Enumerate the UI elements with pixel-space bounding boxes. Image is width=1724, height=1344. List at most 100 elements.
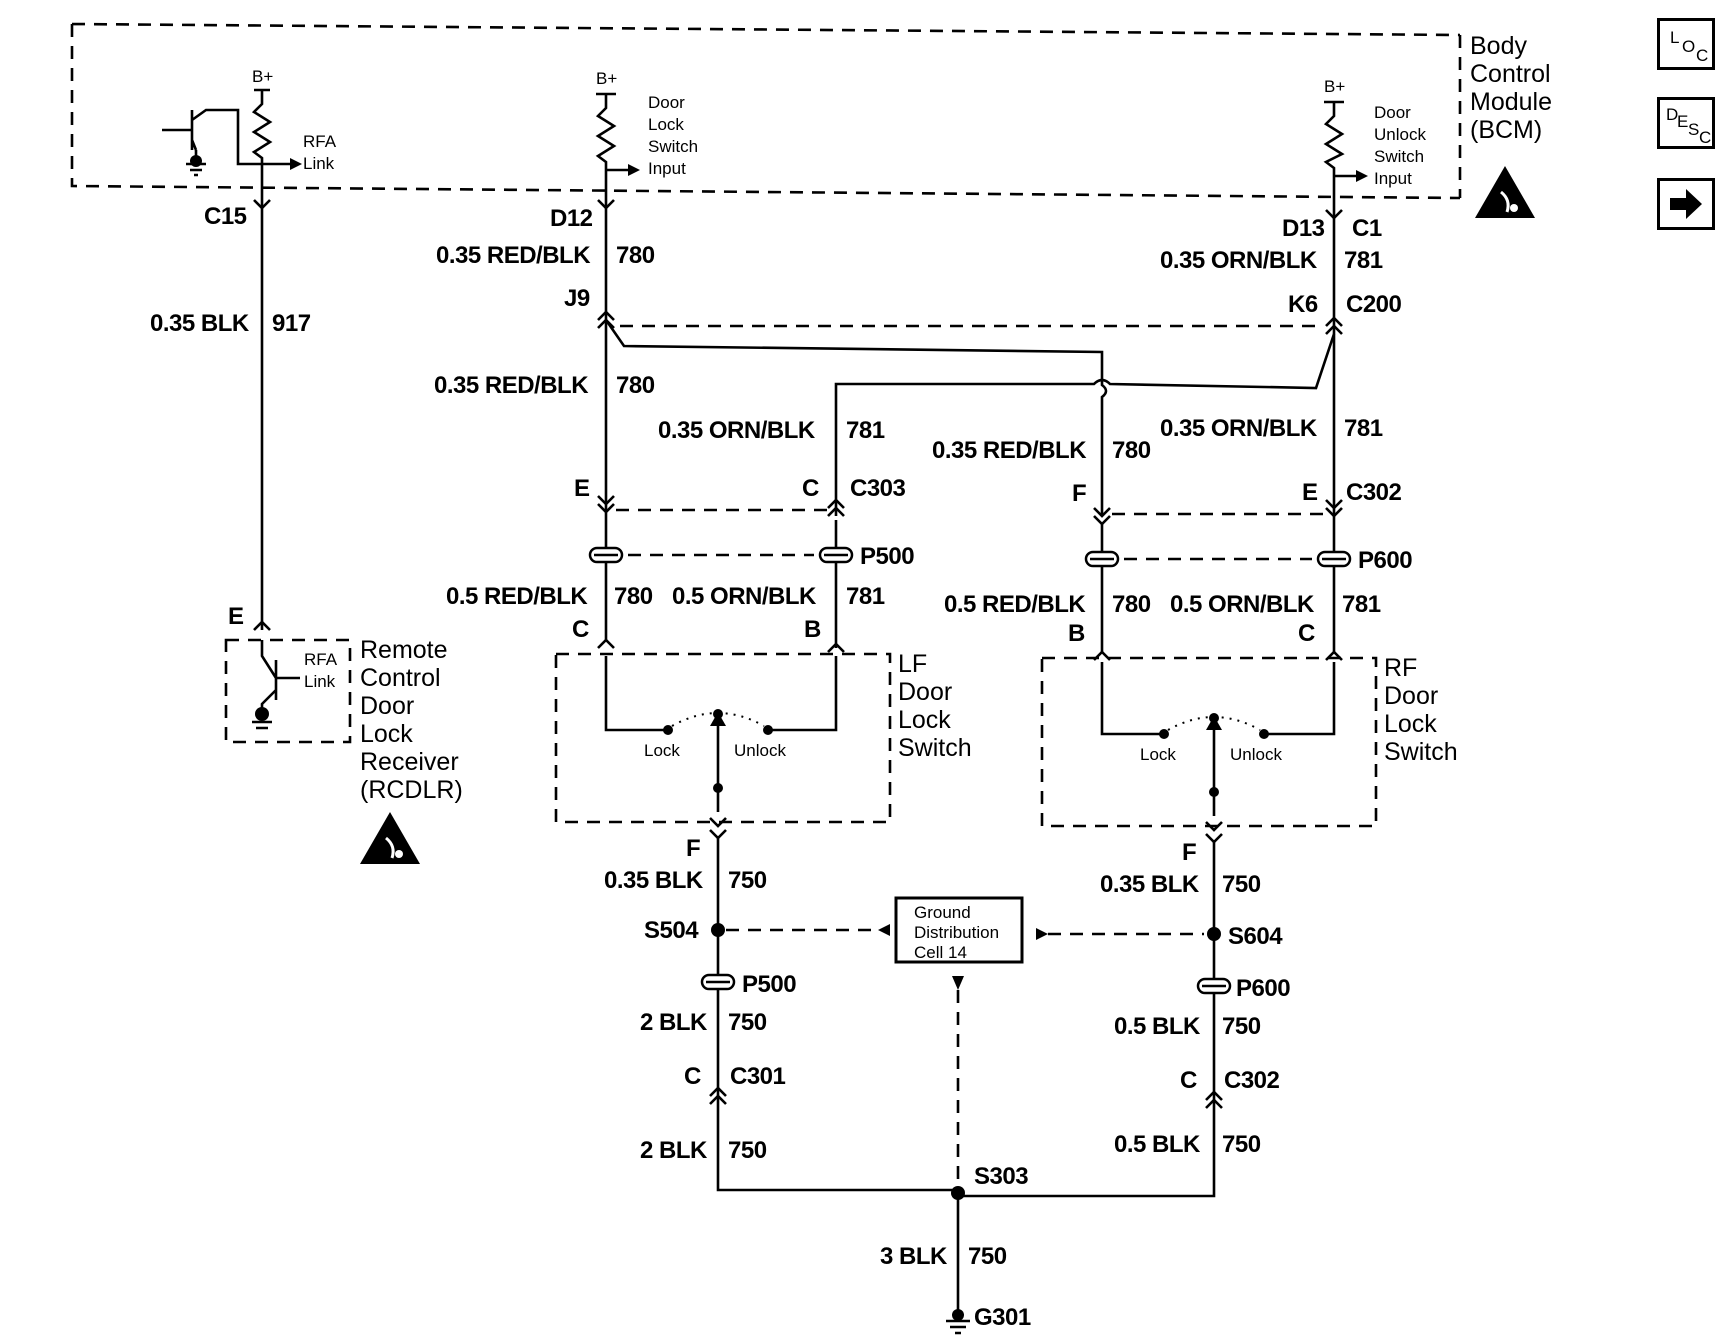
svg-text:Lock: Lock: [360, 720, 413, 748]
svg-text:Remote: Remote: [360, 636, 448, 664]
svg-text:Door: Door: [1374, 103, 1411, 122]
svg-text:B+: B+: [252, 67, 273, 86]
svg-text:Distribution: Distribution: [914, 923, 999, 942]
svg-text:B+: B+: [596, 69, 617, 88]
svg-text:750: 750: [728, 1009, 767, 1036]
svg-text:C: C: [1180, 1067, 1197, 1094]
desc-letter-d: D: [1666, 105, 1679, 124]
ground-cell-links: [726, 924, 1204, 1188]
svg-text:P600: P600: [1236, 975, 1290, 1002]
bcm-label: Body Control Module (BCM): [1470, 32, 1552, 144]
wire-750-rf: F 0.35 BLK 750 S604 P600 0.5 BLK 750 C C…: [956, 833, 1291, 1198]
wire-781-rf: D13 C1 0.35 ORN/BLK 781 K6 C200 0.35 ORN…: [1160, 209, 1402, 661]
svg-text:Input: Input: [1374, 169, 1412, 188]
svg-text:(RCDLR): (RCDLR): [360, 776, 463, 804]
svg-text:E: E: [1302, 479, 1318, 506]
svg-text:2 BLK: 2 BLK: [640, 1009, 708, 1036]
svg-text:780: 780: [1112, 437, 1151, 464]
svg-text:F: F: [1072, 480, 1086, 507]
svg-text:Module: Module: [1470, 88, 1552, 116]
svg-text:0.35 BLK: 0.35 BLK: [604, 867, 704, 894]
svg-text:B+: B+: [1324, 77, 1345, 96]
rcdlr-label: Remote Control Door Lock Receiver (RCDLR…: [360, 636, 463, 804]
bcm-lock-input: B+ Door Lock Switch Input: [595, 69, 698, 200]
svg-text:D12: D12: [550, 205, 593, 232]
ground-distribution-box: Ground Distribution Cell 14: [894, 896, 1024, 964]
p600-grommet: P600: [1084, 547, 1413, 574]
svg-text:750: 750: [1222, 1131, 1261, 1158]
svg-text:G301: G301: [974, 1304, 1031, 1331]
svg-text:C1: C1: [1352, 215, 1382, 242]
next-page-button[interactable]: [1657, 178, 1715, 230]
svg-text:E: E: [228, 603, 244, 630]
svg-text:780: 780: [616, 372, 655, 399]
svg-text:Switch: Switch: [1374, 147, 1424, 166]
svg-text:781: 781: [846, 583, 885, 610]
wire-780-lf: D12 0.35 RED/BLK 780 J9 0.35 RED/BLK 780…: [434, 199, 655, 649]
svg-text:2 BLK: 2 BLK: [640, 1137, 708, 1164]
svg-text:C: C: [1298, 620, 1315, 647]
svg-text:3 BLK: 3 BLK: [880, 1243, 948, 1270]
svg-text:RFA: RFA: [304, 650, 338, 669]
wire-780-crossover: 0.35 RED/BLK 780 F 0.5 RED/BLK 780 B: [604, 319, 1151, 661]
svg-text:C: C: [572, 616, 589, 643]
svg-text:S604: S604: [1228, 923, 1283, 950]
svg-text:F: F: [1182, 839, 1196, 866]
svg-text:0.5 BLK: 0.5 BLK: [1114, 1131, 1201, 1158]
svg-text:C302: C302: [1346, 479, 1402, 506]
wire-917: C15 0.35 BLK 917 E: [150, 199, 311, 631]
rcdlr-module-box: RFA Link: [224, 638, 352, 744]
svg-text:0.35 BLK: 0.35 BLK: [150, 310, 250, 337]
svg-text:S504: S504: [644, 917, 699, 944]
svg-text:781: 781: [1344, 247, 1383, 274]
svg-text:K6: K6: [1288, 291, 1318, 318]
description-view-button[interactable]: D E S C: [1657, 97, 1715, 149]
lf-switch-label: LF Door Lock Switch: [898, 650, 972, 762]
svg-text:C15: C15: [204, 203, 247, 230]
svg-text:Ground: Ground: [914, 903, 971, 922]
svg-text:E: E: [574, 475, 590, 502]
svg-text:Door: Door: [1384, 682, 1438, 710]
svg-text:780: 780: [616, 242, 655, 269]
svg-text:Body: Body: [1470, 32, 1527, 60]
svg-text:750: 750: [1222, 1013, 1261, 1040]
svg-text:0.5 RED/BLK: 0.5 RED/BLK: [446, 583, 588, 610]
rf-door-lock-switch: Lock Unlock: [1040, 656, 1378, 832]
svg-text:Switch: Switch: [648, 137, 698, 156]
svg-text:P500: P500: [742, 971, 796, 998]
svg-text:C302: C302: [1224, 1067, 1280, 1094]
location-view-button[interactable]: L O C: [1657, 18, 1715, 70]
svg-text:Unlock: Unlock: [734, 741, 786, 760]
svg-text:0.35 BLK: 0.35 BLK: [1100, 871, 1200, 898]
esd-warning-icon: [1473, 164, 1537, 220]
svg-text:0.35 ORN/BLK: 0.35 ORN/BLK: [658, 417, 816, 444]
svg-text:750: 750: [968, 1243, 1007, 1270]
svg-text:B: B: [1068, 620, 1085, 647]
esd-warning-icon: [358, 810, 422, 866]
svg-text:Unlock: Unlock: [1230, 745, 1282, 764]
svg-text:Control: Control: [1470, 60, 1551, 88]
svg-text:Lock: Lock: [1140, 745, 1176, 764]
svg-text:780: 780: [1112, 591, 1151, 618]
svg-text:Cell 14: Cell 14: [914, 943, 967, 962]
svg-text:917: 917: [272, 310, 311, 337]
wire-781-crossover: 0.35 ORN/BLK 781 C C303 0.5 ORN/BLK 781 …: [658, 333, 1336, 653]
svg-text:Input: Input: [648, 159, 686, 178]
svg-text:750: 750: [728, 1137, 767, 1164]
bcm-unlock-input: B+ Door Unlock Switch Input: [1323, 77, 1426, 210]
svg-text:750: 750: [728, 867, 767, 894]
svg-text:Switch: Switch: [1384, 738, 1458, 766]
right-arrow-icon: [1670, 189, 1702, 219]
svg-text:C: C: [802, 475, 819, 502]
svg-text:C: C: [684, 1063, 701, 1090]
svg-text:781: 781: [1342, 591, 1381, 618]
svg-text:(BCM): (BCM): [1470, 116, 1542, 144]
svg-text:0.35 ORN/BLK: 0.35 ORN/BLK: [1160, 415, 1318, 442]
svg-text:0.35 ORN/BLK: 0.35 ORN/BLK: [1160, 247, 1318, 274]
loc-letter-o: O: [1682, 37, 1696, 56]
svg-text:750: 750: [1222, 871, 1261, 898]
svg-text:0.5 ORN/BLK: 0.5 ORN/BLK: [1170, 591, 1315, 618]
svg-text:S303: S303: [974, 1163, 1028, 1190]
desc-letter-c: C: [1699, 128, 1712, 147]
svg-text:Lock: Lock: [648, 115, 684, 134]
